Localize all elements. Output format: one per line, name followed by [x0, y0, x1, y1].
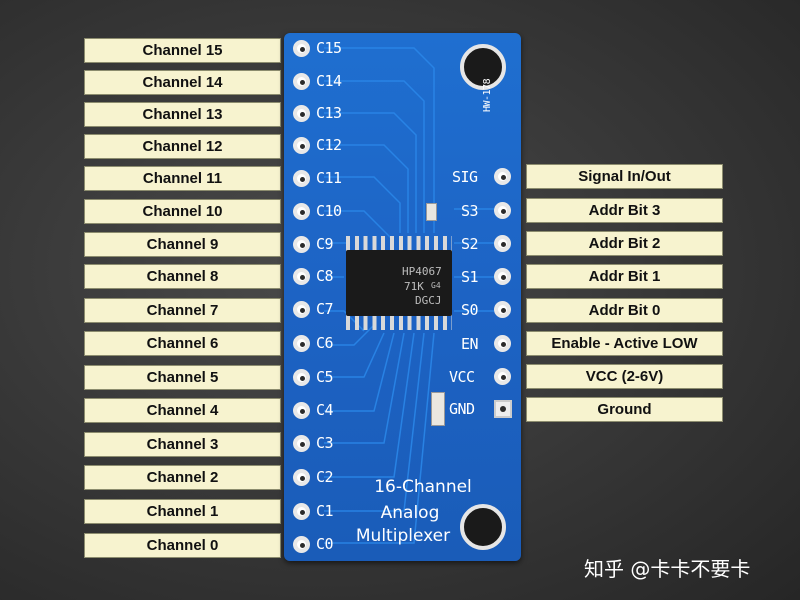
- pin-hole-c1: [293, 503, 310, 520]
- pin-hole-s1: [494, 268, 511, 285]
- channel-1-label: Channel 1: [84, 499, 281, 524]
- chip-marking-4: DGCJ: [415, 294, 442, 307]
- pin-hole-c0: [293, 536, 310, 553]
- pin-hole-c2: [293, 469, 310, 486]
- chip-pins-bottom: [346, 314, 452, 330]
- silk-c12: C12: [316, 136, 342, 154]
- silk-c7: C7: [316, 300, 334, 318]
- smd-capacitor: [431, 392, 445, 426]
- pin-hole-c3: [293, 435, 310, 452]
- pcb-traces: [324, 47, 494, 544]
- pin-hole-en: [494, 335, 511, 352]
- silk-c13: C13: [316, 104, 342, 122]
- silk-c3: C3: [316, 434, 334, 452]
- channel-9-label: Channel 9: [84, 232, 281, 257]
- silk-c6: C6: [316, 334, 334, 352]
- mounting-hole-bottom: [460, 504, 506, 550]
- silk-c0: C0: [316, 535, 334, 553]
- silk-c5: C5: [316, 368, 334, 386]
- pin-hole-c6: [293, 335, 310, 352]
- mux-chip: [346, 250, 452, 316]
- pin-hole-vcc: [494, 368, 511, 385]
- channel-12-label: Channel 12: [84, 134, 281, 159]
- channel-2-label: Channel 2: [84, 465, 281, 490]
- channel-14-label: Channel 14: [84, 70, 281, 95]
- addr-bit-2-label: Addr Bit 2: [526, 231, 723, 256]
- pin-hole-c11: [293, 170, 310, 187]
- silk-c2: C2: [316, 468, 334, 486]
- pin-hole-s0: [494, 301, 511, 318]
- addr-bit-3-label: Addr Bit 3: [526, 198, 723, 223]
- smd-resistor: [426, 203, 437, 221]
- board-title-3: Multiplexer: [355, 526, 451, 546]
- pin-hole-c8: [293, 268, 310, 285]
- silk-en: EN: [461, 335, 479, 353]
- silk-gnd: GND: [449, 400, 475, 418]
- channel-5-label: Channel 5: [84, 365, 281, 390]
- enable-label: Enable - Active LOW: [526, 331, 723, 356]
- pin-hole-c4: [293, 402, 310, 419]
- chip-marking-3: G4: [431, 281, 441, 290]
- channel-7-label: Channel 7: [84, 298, 281, 323]
- watermark: 知乎 @卡卡不要卡: [584, 557, 751, 581]
- ground-label: Ground: [526, 397, 723, 422]
- vcc-label: VCC (2-6V): [526, 364, 723, 389]
- pin-hole-c14: [293, 73, 310, 90]
- pin-hole-c15: [293, 40, 310, 57]
- silk-sig: SIG: [452, 168, 478, 186]
- pin-hole-s2: [494, 235, 511, 252]
- board-title-1: 16-Channel: [374, 477, 472, 497]
- pin-hole-c12: [293, 137, 310, 154]
- channel-4-label: Channel 4: [84, 398, 281, 423]
- channel-3-label: Channel 3: [84, 432, 281, 457]
- silk-c1: C1: [316, 502, 334, 520]
- pin-hole-c9: [293, 236, 310, 253]
- silk-c4: C4: [316, 401, 334, 419]
- silk-c8: C8: [316, 267, 334, 285]
- chip-marking-1: HP4067: [402, 265, 442, 278]
- channel-13-label: Channel 13: [84, 102, 281, 127]
- pin-hole-c7: [293, 301, 310, 318]
- mounting-hole-top: [460, 44, 506, 90]
- silk-c10: C10: [316, 202, 342, 220]
- board-title-2: Analog: [380, 503, 440, 523]
- channel-11-label: Channel 11: [84, 166, 281, 191]
- pin-hole-c13: [293, 105, 310, 122]
- channel-15-label: Channel 15: [84, 38, 281, 63]
- silk-c14: C14: [316, 72, 342, 90]
- silk-c11: C11: [316, 169, 342, 187]
- pin-hole-c5: [293, 369, 310, 386]
- pin-hole-s3: [494, 202, 511, 219]
- chip-pins-top: [346, 236, 452, 252]
- pin-hole-c10: [293, 203, 310, 220]
- channel-0-label: Channel 0: [84, 533, 281, 558]
- silk-c15: C15: [316, 39, 342, 57]
- pin-hole-sig: [494, 168, 511, 185]
- addr-bit-1-label: Addr Bit 1: [526, 264, 723, 289]
- chip-marking-2: 71K: [404, 280, 424, 293]
- silk-s1: S1: [461, 268, 479, 286]
- pin-pad-gnd: [494, 400, 512, 418]
- silk-s0: S0: [461, 301, 479, 319]
- silk-vcc: VCC: [449, 368, 475, 386]
- model-label: HW-178: [482, 78, 493, 112]
- addr-bit-0-label: Addr Bit 0: [526, 298, 723, 323]
- channel-8-label: Channel 8: [84, 264, 281, 289]
- silk-c9: C9: [316, 235, 334, 253]
- silk-s3: S3: [461, 202, 479, 220]
- signal-label: Signal In/Out: [526, 164, 723, 189]
- silk-s2: S2: [461, 235, 479, 253]
- channel-10-label: Channel 10: [84, 199, 281, 224]
- channel-6-label: Channel 6: [84, 331, 281, 356]
